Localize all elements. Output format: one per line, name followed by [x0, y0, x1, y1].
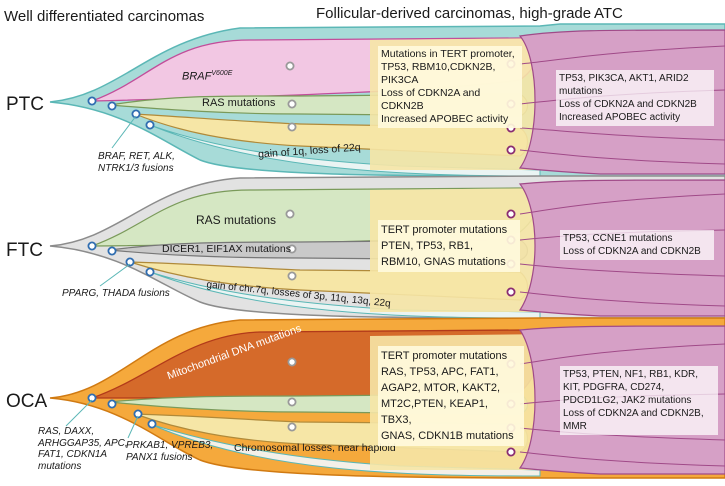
- ftc-label: FTC: [6, 240, 43, 261]
- ptc-high-grade-box: Mutations in TERT promoter, TP53, RBM10,…: [378, 46, 522, 128]
- oca-root-node: [87, 393, 97, 403]
- oca-tail-label: Chromosomal losses, near haploid: [234, 442, 396, 454]
- ptc-node-3: [131, 109, 141, 119]
- ptc-node-2: [107, 101, 117, 111]
- ftc-dicer-label: DICER1, EIF1AX mutations: [162, 243, 291, 255]
- oca-node-3: [133, 409, 143, 419]
- header-atc: ATC: [594, 5, 623, 22]
- oca-label: OCA: [6, 391, 48, 412]
- ftc-gray-node-1: [285, 209, 295, 219]
- ptc-gray-node-2: [287, 99, 297, 109]
- ptc-root-node: [87, 96, 97, 106]
- oca-purple-node-4: [506, 447, 516, 457]
- ptc-atc-box: TP53, PIK3CA, AKT1, ARID2 mutations Loss…: [556, 70, 714, 126]
- ptc-gray-node-3: [287, 122, 297, 132]
- ptc-label: PTC: [6, 94, 44, 115]
- ftc-node-2: [107, 246, 117, 256]
- oca-node-4: [147, 419, 157, 429]
- ptc-purple-node-4: [506, 145, 516, 155]
- oca-tail-lineage: [149, 423, 541, 477]
- oca-mutations-label: RAS, DAXX, ARHGGAP35, APC, FAT1, CDKN1A …: [38, 426, 128, 472]
- ftc-gray-node-2: [287, 244, 297, 254]
- header-high-grade: Follicular-derived carcinomas, high-grad…: [316, 5, 592, 22]
- ftc-high-grade-box: TERT promoter mutations PTEN, TP53, RB1,…: [378, 220, 520, 272]
- oca-gray-node-2: [287, 397, 297, 407]
- ftc-gray-node-3: [287, 271, 297, 281]
- oca-high-grade-box: TERT promoter mutations RAS, TP53, APC, …: [378, 346, 524, 446]
- ftc-node-4: [145, 267, 155, 277]
- ftc-purple-node-4: [506, 287, 516, 297]
- ftc-fusions-label: PPARG, THADA fusions: [62, 288, 170, 299]
- ptc-braf-sup: V600E: [211, 70, 233, 77]
- oca-fusions-label: PRKAB1, VPREB3, PANX1 fusions: [126, 440, 214, 463]
- ptc-braf-text: BRAF: [182, 70, 212, 83]
- ftc-atc-box: TP53, CCNE1 mutations Loss of CDKN2A and…: [560, 230, 714, 260]
- ptc-fusions-label: BRAF, RET, ALK, NTRK1/3 fusions: [98, 151, 175, 174]
- oca-gray-node-1: [287, 357, 297, 367]
- header-well-differentiated: Well differentiated carcinomas: [4, 8, 205, 25]
- oca-node-2: [107, 399, 117, 409]
- ftc-ras-label: RAS mutations: [196, 213, 277, 227]
- ptc-braf-label: BRAFV600E: [182, 70, 232, 83]
- ptc-ras-label: RAS mutations: [202, 97, 276, 109]
- ftc-node-3: [125, 257, 135, 267]
- oca-atc-box: TP53, PTEN, NF1, RB1, KDR, KIT, PDGFRA, …: [560, 366, 718, 435]
- ftc-root-node: [87, 241, 97, 251]
- ftc-purple-node-1: [506, 209, 516, 219]
- ptc-node-4: [145, 120, 155, 130]
- oca-gray-node-3: [287, 422, 297, 432]
- ftc-panel: [49, 175, 725, 319]
- ptc-gray-node-1: [285, 61, 295, 71]
